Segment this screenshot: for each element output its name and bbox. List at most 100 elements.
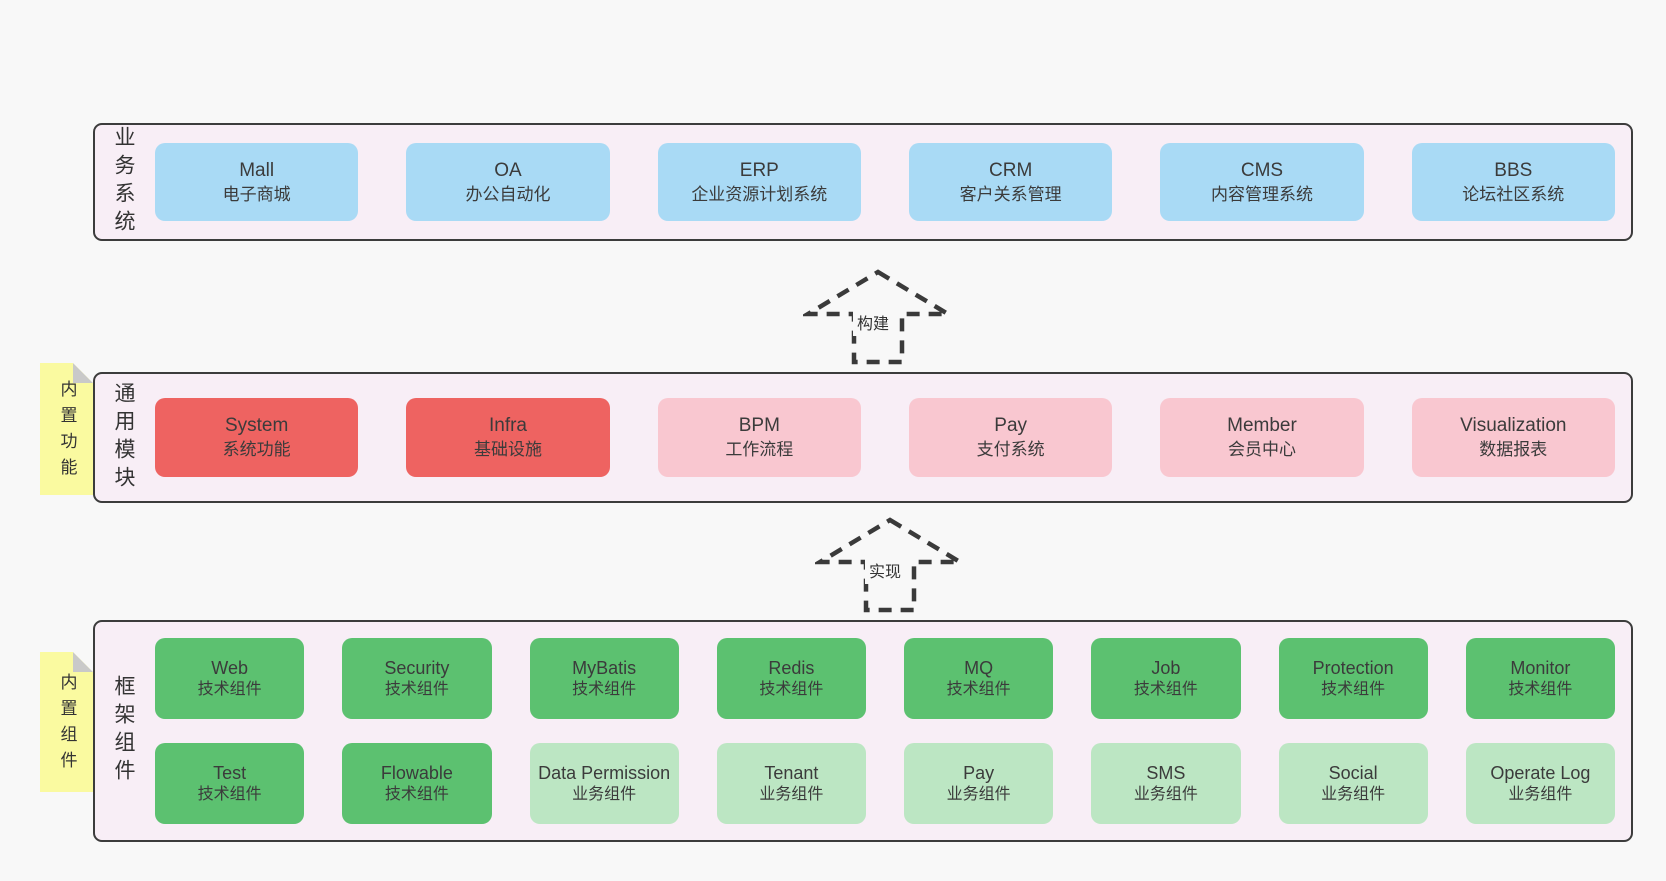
box-mall: Mall 电子商城 bbox=[155, 143, 359, 221]
box-title: Infra bbox=[488, 415, 527, 436]
box-subtitle: 业务组件 bbox=[759, 785, 824, 803]
box-title: Pay bbox=[994, 415, 1028, 436]
box-erp: ERP 企业资源计划系统 bbox=[657, 143, 861, 221]
box-social: Social 业务组件 bbox=[1278, 743, 1428, 824]
box-subtitle: 数据报表 bbox=[1479, 440, 1548, 459]
box-redis: Redis 技术组件 bbox=[716, 638, 866, 719]
sticky-label: 内置组件 bbox=[57, 673, 77, 777]
box-job: Job 技术组件 bbox=[1091, 638, 1241, 719]
box-title: Test bbox=[213, 762, 247, 783]
box-title: Social bbox=[1328, 762, 1378, 783]
box-title: Member bbox=[1227, 415, 1297, 436]
box-title: Pay bbox=[963, 762, 995, 783]
box-bpm: BPM 工作流程 bbox=[657, 398, 861, 477]
folded-corner-icon bbox=[73, 363, 93, 383]
box-title: MyBatis bbox=[572, 657, 637, 678]
box-infra: Infra 基础设施 bbox=[406, 398, 610, 477]
box-title: BPM bbox=[738, 415, 780, 436]
box-subtitle: 系统功能 bbox=[222, 440, 291, 459]
box-title: ERP bbox=[739, 159, 779, 181]
box-system: System 系统功能 bbox=[155, 398, 359, 477]
box-security: Security 技术组件 bbox=[342, 638, 492, 719]
box-subtitle: 客户关系管理 bbox=[959, 184, 1062, 204]
box-title: OA bbox=[494, 159, 522, 181]
box-title: Tenant bbox=[764, 762, 819, 783]
box-web: Web 技术组件 bbox=[155, 638, 305, 719]
box-subtitle: 技术组件 bbox=[759, 680, 824, 698]
box-subtitle: 技术组件 bbox=[572, 680, 637, 698]
framework-components-panel: 框架组件 Web 技术组件 Security 技术组件 MyBatis 技术组件… bbox=[93, 620, 1633, 842]
box-subtitle: 技术组件 bbox=[197, 680, 262, 698]
box-title: System bbox=[224, 415, 289, 436]
box-subtitle: 技术组件 bbox=[1508, 680, 1573, 698]
box-title: MQ bbox=[964, 657, 994, 678]
box-sms: SMS 业务组件 bbox=[1091, 743, 1241, 824]
common-modules-label: 通用模块 bbox=[112, 381, 135, 494]
box-title: Flowable bbox=[380, 762, 453, 783]
box-data-permission: Data Permission 业务组件 bbox=[529, 743, 679, 824]
box-title: Visualization bbox=[1460, 415, 1567, 436]
box-title: Monitor bbox=[1510, 657, 1571, 678]
box-subtitle: 业务组件 bbox=[1321, 785, 1386, 803]
built-in-components-sticky-note: 内置组件 bbox=[40, 652, 93, 792]
box-subtitle: 业务组件 bbox=[946, 785, 1011, 803]
box-subtitle: 会员中心 bbox=[1227, 440, 1296, 459]
box-crm: CRM 客户关系管理 bbox=[908, 143, 1113, 221]
box-member: Member 会员中心 bbox=[1160, 398, 1364, 477]
box-subtitle: 内容管理系统 bbox=[1210, 184, 1313, 204]
box-title: CRM bbox=[989, 159, 1033, 181]
box-test: Test 技术组件 bbox=[155, 743, 305, 824]
business-systems-label: 业务系统 bbox=[112, 126, 135, 238]
implement-arrow-icon bbox=[815, 517, 965, 613]
implement-arrow-label: 实现 bbox=[865, 556, 906, 584]
box-mq: MQ 技术组件 bbox=[904, 638, 1054, 719]
box-subtitle: 技术组件 bbox=[946, 680, 1011, 698]
box-title: Web bbox=[211, 657, 248, 678]
box-tenant: Tenant 业务组件 bbox=[716, 743, 866, 824]
box-title: BBS bbox=[1494, 159, 1533, 181]
box-subtitle: 工作流程 bbox=[725, 440, 794, 459]
box-oa: OA 办公自动化 bbox=[406, 143, 610, 221]
common-modules-panel: 通用模块 System 系统功能 Infra 基础设施 BPM 工作流程 Pay… bbox=[93, 372, 1633, 503]
box-pay-component: Pay 业务组件 bbox=[904, 743, 1054, 824]
box-title: Operate Log bbox=[1490, 762, 1591, 783]
box-subtitle: 办公自动化 bbox=[465, 184, 551, 204]
box-subtitle: 业务组件 bbox=[1133, 785, 1198, 803]
box-cms: CMS 内容管理系统 bbox=[1160, 143, 1364, 221]
box-subtitle: 电子商城 bbox=[222, 184, 291, 204]
box-pay-module: Pay 支付系统 bbox=[908, 398, 1113, 477]
box-subtitle: 论坛社区系统 bbox=[1462, 184, 1565, 204]
box-title: SMS bbox=[1146, 762, 1186, 783]
box-subtitle: 技术组件 bbox=[384, 785, 449, 803]
box-subtitle: 技术组件 bbox=[384, 680, 449, 698]
business-systems-boxes: Mall 电子商城 OA 办公自动化 ERP 企业资源计划系统 CRM 客户关系… bbox=[139, 143, 1631, 221]
sticky-label: 内置功能 bbox=[57, 380, 77, 484]
box-subtitle: 技术组件 bbox=[1133, 680, 1198, 698]
framework-components-row1: Web 技术组件 Security 技术组件 MyBatis 技术组件 Redi… bbox=[155, 638, 1615, 719]
box-flowable: Flowable 技术组件 bbox=[342, 743, 492, 824]
box-title: Data Permission bbox=[538, 762, 671, 783]
box-subtitle: 企业资源计划系统 bbox=[691, 184, 828, 204]
box-subtitle: 支付系统 bbox=[976, 440, 1045, 459]
common-modules-boxes: System 系统功能 Infra 基础设施 BPM 工作流程 Pay 支付系统… bbox=[139, 398, 1631, 477]
box-subtitle: 基础设施 bbox=[473, 440, 542, 459]
box-title: Mall bbox=[239, 159, 275, 181]
box-visualization: Visualization 数据报表 bbox=[1411, 398, 1615, 477]
box-bbs: BBS 论坛社区系统 bbox=[1411, 143, 1615, 221]
framework-components-rows: Web 技术组件 Security 技术组件 MyBatis 技术组件 Redi… bbox=[139, 638, 1631, 824]
box-title: Job bbox=[1151, 657, 1181, 678]
box-subtitle: 业务组件 bbox=[1508, 785, 1573, 803]
box-monitor: Monitor 技术组件 bbox=[1465, 638, 1615, 719]
framework-components-row2: Test 技术组件 Flowable 技术组件 Data Permission … bbox=[155, 743, 1615, 824]
build-arrow-label: 构建 bbox=[853, 308, 894, 336]
build-arrow-icon bbox=[803, 269, 953, 365]
box-operate-log: Operate Log 业务组件 bbox=[1465, 743, 1615, 824]
box-subtitle: 技术组件 bbox=[1321, 680, 1386, 698]
box-title: Security bbox=[384, 657, 450, 678]
box-subtitle: 业务组件 bbox=[572, 785, 637, 803]
built-in-features-sticky-note: 内置功能 bbox=[40, 363, 93, 495]
box-title: Protection bbox=[1312, 657, 1394, 678]
box-protection: Protection 技术组件 bbox=[1278, 638, 1428, 719]
folded-corner-icon bbox=[73, 652, 93, 672]
box-title: Redis bbox=[768, 657, 815, 678]
